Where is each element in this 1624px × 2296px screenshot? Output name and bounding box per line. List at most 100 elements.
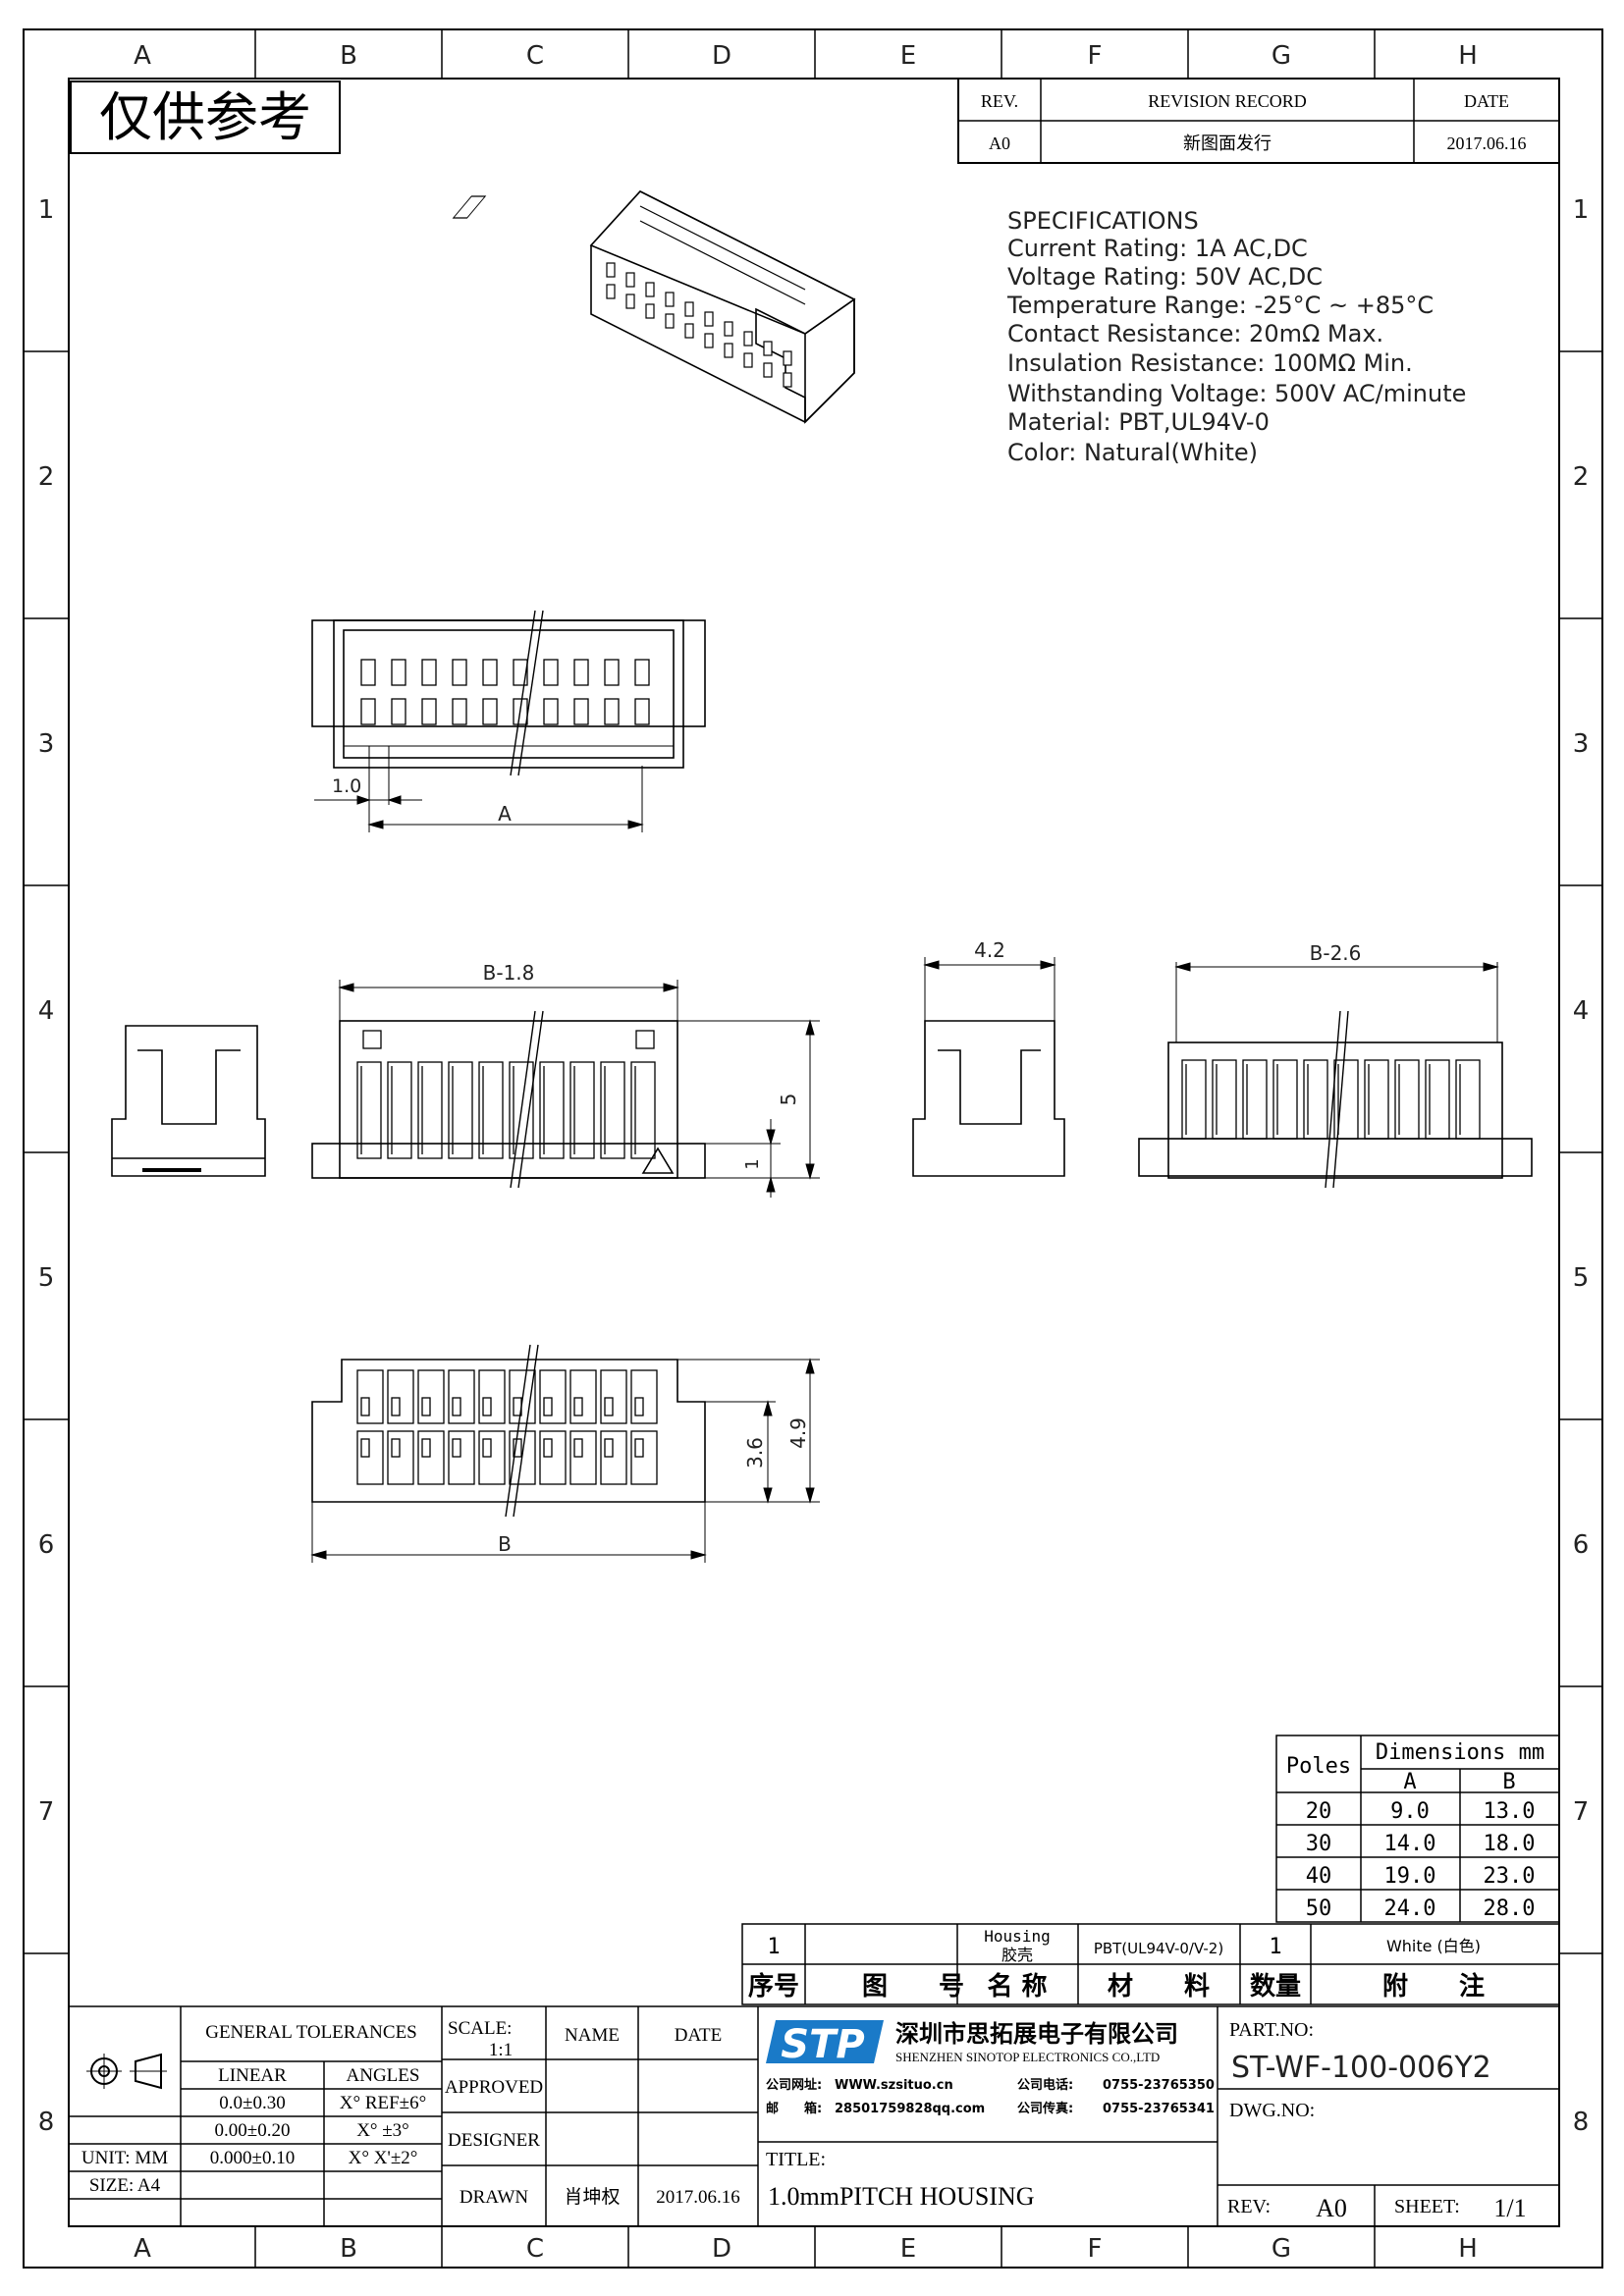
- dimension-table: Poles Dimensions mm A B 20 9.0 13.0 30 1…: [1275, 1735, 1560, 1923]
- iso-hole: [783, 372, 792, 388]
- bottom-cell: [509, 1430, 536, 1485]
- drawn-name: 肖坤权: [564, 2186, 620, 2208]
- row-label: 3: [38, 729, 55, 759]
- contact-window: [421, 1438, 431, 1458]
- contact-hole: [452, 698, 467, 725]
- contact-slot: [539, 1061, 565, 1159]
- contact-hole: [391, 659, 406, 686]
- tolerance-linear: 0.000±0.10: [210, 2148, 295, 2168]
- approved-label: APPROVED: [445, 2077, 543, 2098]
- contact-hole: [543, 698, 559, 725]
- contact-slot: [1303, 1059, 1328, 1140]
- dimension-base: 1: [742, 1158, 763, 1169]
- iso-hole: [625, 294, 635, 309]
- back-view: [1138, 962, 1533, 1189]
- bottom-cell: [569, 1369, 597, 1424]
- contact-slot: [569, 1061, 595, 1159]
- column-label: E: [900, 2234, 916, 2264]
- drawing-title: 1.0mmPITCH HOUSING: [768, 2182, 1035, 2211]
- scale-value: 1:1: [489, 2040, 513, 2060]
- bom-header: 材 料: [1108, 1972, 1210, 2002]
- bottom-cell: [600, 1369, 627, 1424]
- iso-hole: [763, 362, 773, 378]
- contact-window: [604, 1438, 614, 1458]
- specifications: SPECIFICATIONS Current Rating: 1A AC,DC …: [1006, 207, 1466, 466]
- dimension-h1: 3.6: [743, 1437, 767, 1468]
- table-cell: 40: [1306, 1864, 1332, 1889]
- contact-slot: [1242, 1059, 1268, 1140]
- bom-header: 图 号: [862, 1972, 964, 2002]
- bom-part-name-cn: 胶壳: [1001, 1946, 1033, 1964]
- contact-hole: [421, 698, 437, 725]
- contact-hole: [360, 698, 376, 725]
- drawn-date: 2017.06.16: [656, 2187, 740, 2208]
- row-label: 4: [38, 996, 55, 1026]
- contact-window: [482, 1397, 492, 1416]
- table-cell: 30: [1306, 1832, 1332, 1856]
- row-label: 2: [38, 462, 55, 492]
- row-label: 6: [1573, 1530, 1590, 1560]
- contact-window: [634, 1438, 644, 1458]
- company-name-cn: 深圳市思拓展电子有限公司: [895, 2020, 1178, 2048]
- row-label: 6: [38, 1530, 55, 1560]
- column-label: A: [134, 2234, 151, 2264]
- dimension-b-minus-2-6: B-2.6: [1310, 941, 1362, 965]
- contact-hole: [482, 698, 498, 725]
- row-label: 3: [1573, 729, 1590, 759]
- sheet-frame: A B C D E F G H A B C D E F G H 1 2 3 4 …: [23, 28, 1603, 2269]
- isometric-view: [452, 190, 856, 424]
- contact-window: [573, 1438, 583, 1458]
- contact-window: [513, 1438, 522, 1458]
- row-label: 8: [38, 2108, 55, 2137]
- row-label: 8: [1573, 2108, 1590, 2137]
- contact-slot: [509, 1061, 534, 1159]
- tolerance-angle: X° X'±2°: [349, 2148, 418, 2168]
- contact-slot: [1364, 1059, 1389, 1140]
- tolerance-linear: 0.00±0.20: [215, 2120, 291, 2141]
- iso-hole: [645, 282, 655, 297]
- part-no-label: PART.NO:: [1229, 2019, 1314, 2041]
- side-view-right: [912, 957, 1065, 1177]
- contact-slot: [630, 1061, 656, 1159]
- iso-hole: [684, 301, 694, 317]
- table-cell: 13.0: [1484, 1799, 1536, 1824]
- contact-hole: [573, 698, 589, 725]
- column-label: F: [1088, 41, 1103, 71]
- column-label: B: [340, 2234, 357, 2264]
- rev-header: REV.: [981, 91, 1018, 111]
- row-label: 7: [38, 1797, 55, 1827]
- iso-hole: [606, 284, 616, 299]
- company-name-en: SHENZHEN SINOTOP ELECTRONICS CO.,LTD: [895, 2050, 1160, 2064]
- iso-hole: [724, 343, 733, 358]
- angles-header: ANGLES: [347, 2065, 420, 2086]
- spec-line: Temperature Range: -25°C ~ +85°C: [1006, 292, 1434, 319]
- iso-hole: [763, 341, 773, 356]
- name-header: NAME: [565, 2025, 620, 2046]
- contact-slot: [1425, 1059, 1450, 1140]
- bottom-cell: [569, 1430, 597, 1485]
- spec-line: Voltage Rating: 50V AC,DC: [1007, 263, 1323, 291]
- row-label: 5: [1573, 1263, 1590, 1293]
- contact-slot: [1394, 1059, 1420, 1140]
- iso-hole: [743, 352, 753, 368]
- bottom-cell: [478, 1369, 506, 1424]
- contact-slot: [1212, 1059, 1237, 1140]
- fax-label: 公司传真:: [1017, 2101, 1073, 2116]
- side-view-left: [111, 1025, 266, 1177]
- bottom-cell: [539, 1369, 567, 1424]
- spec-line: Insulation Resistance: 100MΩ Min.: [1007, 349, 1413, 377]
- column-label: C: [526, 2234, 544, 2264]
- revision-record-header: REVISION RECORD: [1148, 91, 1307, 111]
- row-label: 2: [1573, 462, 1590, 492]
- column-label: H: [1458, 2234, 1478, 2264]
- bottom-cell: [387, 1369, 414, 1424]
- column-label: E: [900, 41, 916, 71]
- part-number: ST-WF-100-006Y2: [1231, 2051, 1491, 2085]
- row-label: 5: [38, 1263, 55, 1293]
- email-label: 邮 箱:: [766, 2101, 822, 2116]
- dimensions-header: Dimensions mm: [1376, 1740, 1544, 1765]
- bill-of-materials: 1 Housing 胶壳 PBT(UL94V-0/V-2) 1 White (白…: [741, 1923, 1560, 2005]
- bottom-cell: [448, 1430, 475, 1485]
- bottom-cell: [417, 1430, 445, 1485]
- top-view: [311, 610, 706, 832]
